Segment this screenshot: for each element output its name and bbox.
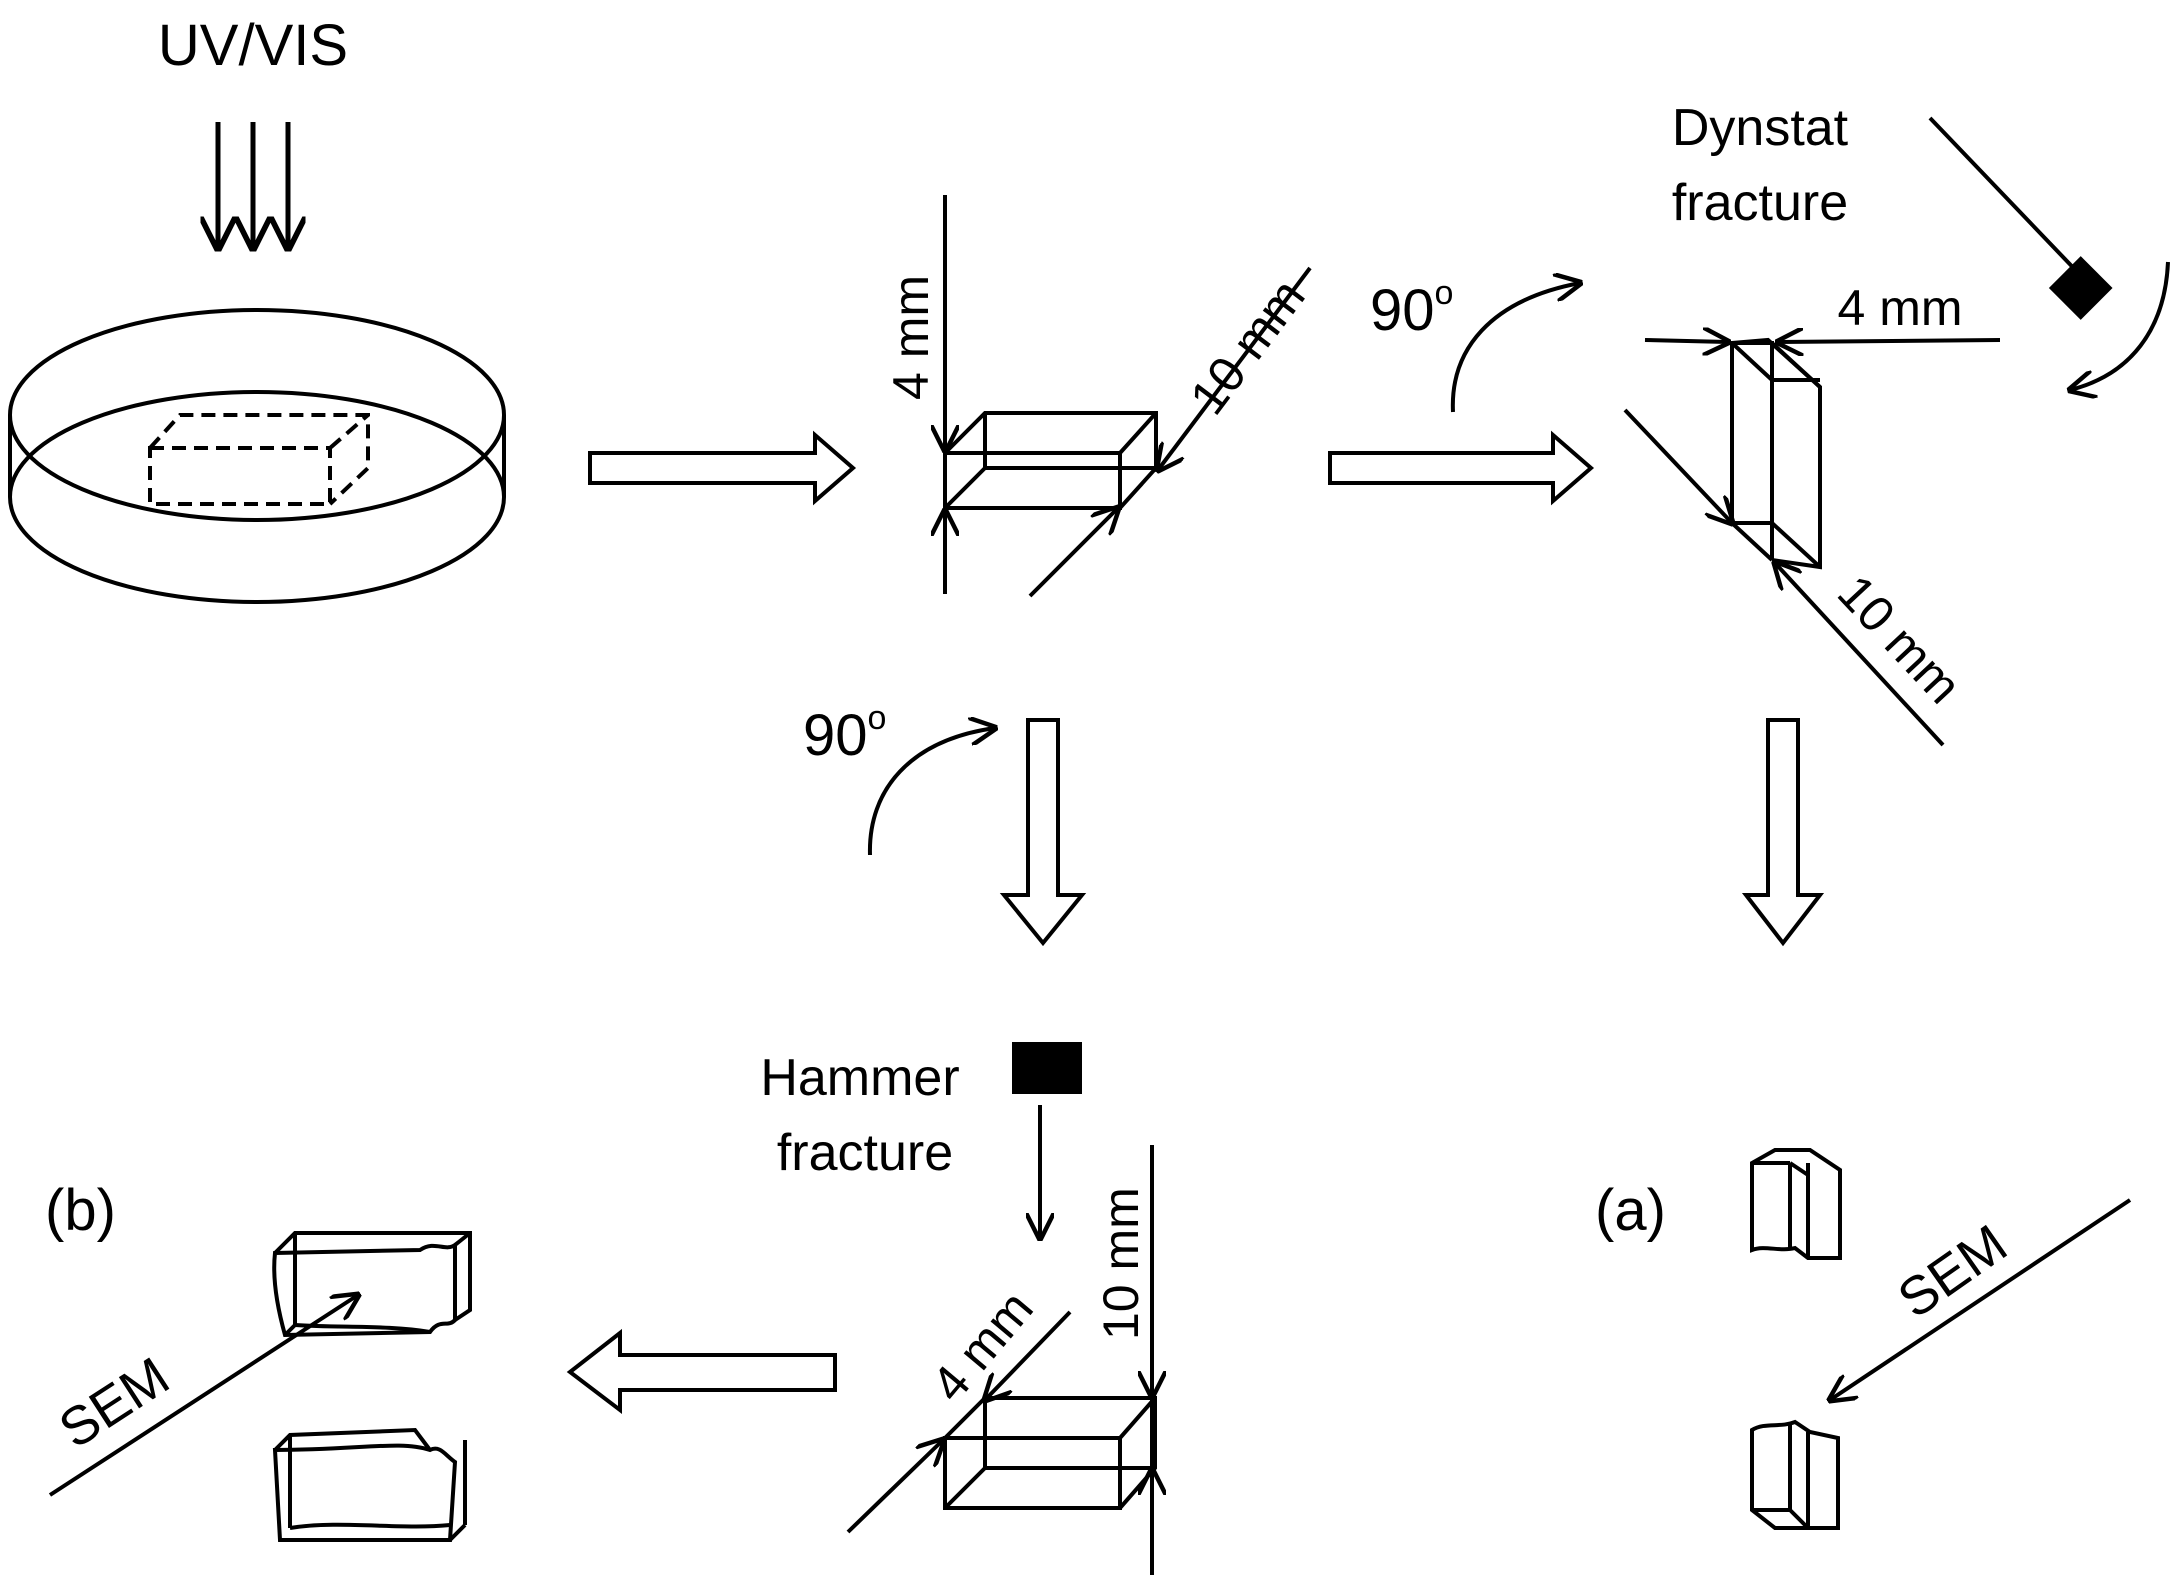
hammer-label-line2: fracture	[777, 1124, 953, 1182]
dim-10mm-label-right: 10 mm	[1827, 564, 1972, 714]
fractured-piece-b-lower	[272, 1427, 467, 1542]
dimension-lines-bottom	[846, 1145, 1152, 1575]
rotation-90-label-top: 90o	[1370, 274, 1453, 343]
sem-arrow-a	[1830, 1198, 2132, 1400]
rotation-arrow-middle	[867, 728, 995, 856]
dynstat-pendulum-arm	[1928, 116, 2087, 282]
dim-10mm-label-bottom: 10 mm	[1093, 1187, 1149, 1340]
flow-arrow-right-2	[1328, 430, 1595, 506]
fractured-piece-a-lower	[1750, 1419, 1840, 1530]
rotation-arrow-top	[1450, 283, 1580, 413]
uv-light-arrows	[218, 122, 288, 248]
sem-label-b: SEM	[49, 1346, 180, 1460]
sem-label-a: SEM	[1887, 1214, 2017, 1330]
panel-a-label: (a)	[1595, 1178, 1666, 1243]
flow-arrow-right-1	[588, 430, 857, 506]
petri-dish	[8, 308, 506, 604]
flow-arrow-down-right	[1741, 718, 1825, 947]
specimen-box-bottom	[943, 1396, 1157, 1510]
dashed-sample-outline	[148, 413, 370, 506]
flow-arrow-down-middle	[999, 718, 1087, 947]
dim-10mm-label-top: 10 mm	[1179, 269, 1316, 425]
dynstat-label-line1: Dynstat	[1672, 99, 1849, 157]
dimension-lines-top	[945, 195, 1312, 598]
panel-b-label: (b)	[45, 1178, 116, 1243]
dim-4mm-label-right: 4 mm	[1838, 280, 1963, 336]
uv-vis-label: UV/VIS	[158, 13, 348, 78]
dynstat-pendulum-head	[2048, 256, 2113, 320]
dynstat-label-line2: fracture	[1672, 174, 1848, 232]
dynstat-swing-arrow	[2070, 261, 2170, 390]
dim-4mm-label-top: 4 mm	[883, 275, 939, 400]
specimen-box-right	[1730, 337, 1822, 570]
hammer-head	[1012, 1042, 1082, 1094]
dimension-lines-right	[1623, 340, 2001, 747]
fractured-piece-b-upper	[272, 1231, 472, 1338]
fractured-piece-a-upper	[1750, 1148, 1842, 1260]
hammer-label-line1: Hammer	[760, 1049, 959, 1107]
flow-arrow-left	[566, 1328, 837, 1415]
sem-arrow-b	[48, 1295, 358, 1497]
rotation-90-label-middle: 90o	[803, 699, 886, 768]
dim-4mm-label-bottom: 4 mm	[921, 1280, 1044, 1412]
specimen-box-top	[943, 411, 1158, 510]
